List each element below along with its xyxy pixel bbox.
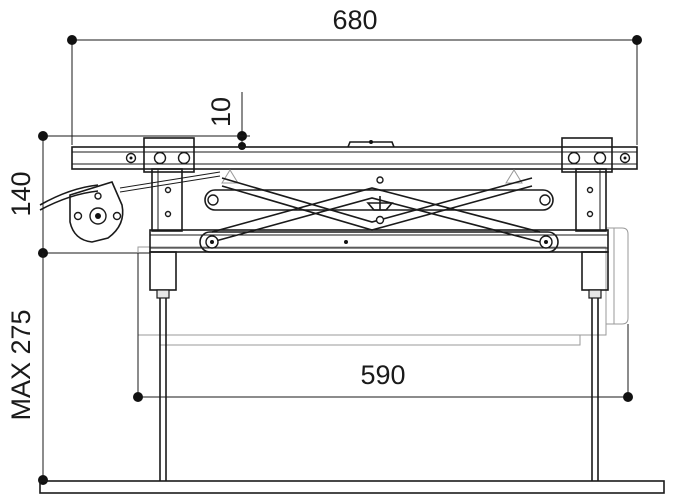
- dimension-offset: 10: [206, 92, 247, 150]
- motor-unit: [39, 171, 221, 243]
- label-top-width: 680: [332, 5, 377, 35]
- post-left: [151, 168, 183, 232]
- label-offset: 10: [206, 97, 236, 127]
- top-rail: [71, 140, 638, 170]
- label-height: 140: [6, 171, 36, 216]
- bottom-plate: [39, 480, 665, 494]
- dimension-max-extension: MAX 275: [6, 253, 48, 485]
- label-inner-width: 590: [360, 360, 405, 390]
- dimension-inner-width: 590: [133, 253, 633, 402]
- bracket-top-right: [561, 137, 613, 173]
- dimension-top-width: 680: [67, 5, 642, 145]
- dimension-height: 140: [6, 131, 250, 258]
- bracket-top-left: [143, 137, 195, 173]
- guide-left: [221, 169, 239, 184]
- support-left: [149, 251, 177, 481]
- label-max-extension: MAX 275: [6, 309, 36, 420]
- bottom-rail: [149, 229, 609, 253]
- post-right: [575, 168, 607, 232]
- support-right: [581, 251, 609, 481]
